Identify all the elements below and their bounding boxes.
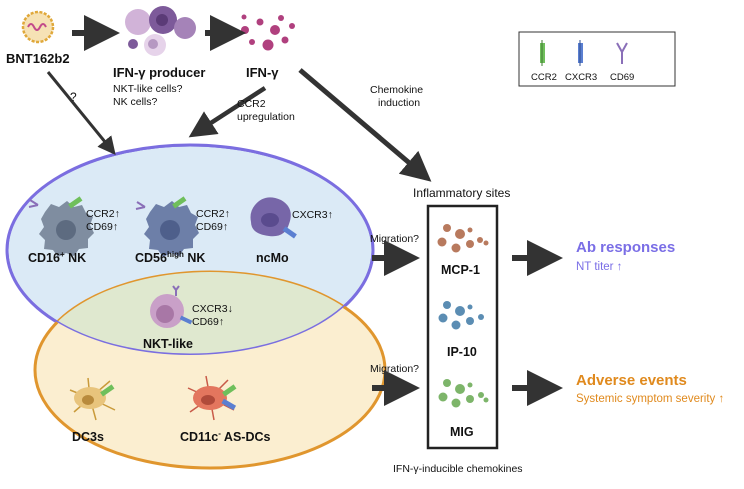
- mcp1-dots-icon: [437, 224, 489, 253]
- producer-line1: NKT-like cells?: [113, 83, 183, 95]
- cd56-marker-2: CD69↑: [196, 221, 228, 233]
- ae-subtitle: Systemic symptom severity ↑: [576, 393, 724, 405]
- arrow-ifn-to-nk: [188, 86, 267, 138]
- sites-title: Inflammatory sites: [413, 186, 510, 200]
- nkt-like-cell-icon: [150, 285, 193, 328]
- overlap-region: [35, 272, 373, 355]
- ncmo-marker-1: CXCR3↑: [292, 209, 333, 221]
- mcp1-label: MCP-1: [441, 263, 480, 277]
- producer-cells-icon: [125, 6, 196, 56]
- ccr2-receptor-icon: [540, 40, 545, 66]
- ccr2-upregulation-line1: CCR2: [237, 98, 266, 110]
- question-mark: ?: [70, 90, 77, 104]
- producer-title: IFN-γ producer: [113, 65, 205, 80]
- ifn-label: IFN-γ: [246, 65, 279, 80]
- producer-line2: NK cells?: [113, 96, 158, 108]
- arrow-ifn-to-sites: [298, 68, 432, 182]
- cd69-receptor-icon: [616, 42, 628, 64]
- ab-subtitle: NT titer ↑: [576, 261, 622, 273]
- legend-ccr2: CCR2: [531, 72, 557, 83]
- chemokine-induction-line1: Chemokine: [370, 84, 423, 96]
- nkt-marker-1: CXCR3↓: [192, 303, 233, 315]
- legend-cxcr3: CXCR3: [565, 72, 597, 83]
- cd56-nk-cell-icon: [135, 196, 199, 257]
- chemokine-induction-line2: induction: [378, 97, 420, 109]
- cd16-nk-cell-icon: [28, 196, 94, 257]
- ae-title: Adverse events: [576, 372, 687, 389]
- nkt-like-label: NKT-like: [143, 337, 193, 351]
- arrow-vaccine-to-nk: [46, 71, 116, 155]
- as-dc-cell-icon: [187, 375, 237, 421]
- ncmo-label: ncMo: [256, 251, 289, 265]
- nkt-marker-2: CD69↑: [192, 316, 224, 328]
- vaccine-label: BNT162b2: [6, 51, 70, 66]
- sites-footer: IFN-γ-inducible chemokines: [393, 463, 523, 475]
- ip10-label: IP-10: [447, 345, 477, 359]
- ccr2-upregulation-line2: upregulation: [237, 111, 295, 123]
- migration-label-bottom: Migration?: [370, 363, 419, 375]
- mig-label: MIG: [450, 425, 474, 439]
- mig-dots-icon: [438, 379, 489, 408]
- cd56-nk-label: CD56high NK: [135, 250, 205, 265]
- dc3-cell-icon: [69, 377, 116, 421]
- ifn-gamma-molecules-icon: [241, 14, 295, 51]
- cxcr3-receptor-icon: [578, 40, 583, 66]
- cd16-nk-label: CD16+ NK: [28, 250, 86, 265]
- sites-box: [426, 204, 499, 450]
- dc3-label: DC3s: [72, 430, 104, 444]
- migration-label-top: Migration?: [370, 233, 419, 245]
- lipid-nanoparticle-icon: [21, 10, 55, 44]
- ip10-dots-icon: [438, 301, 484, 330]
- cd56-marker-1: CCR2↑: [196, 208, 230, 220]
- ncmo-cell-icon: [250, 197, 297, 239]
- cd16-marker-1: CCR2↑: [86, 208, 120, 220]
- legend-cd69: CD69: [610, 72, 634, 83]
- cd16-marker-2: CD69↑: [86, 221, 118, 233]
- ab-title: Ab responses: [576, 239, 675, 256]
- as-dc-label: CD11c- AS-DCs: [180, 429, 270, 444]
